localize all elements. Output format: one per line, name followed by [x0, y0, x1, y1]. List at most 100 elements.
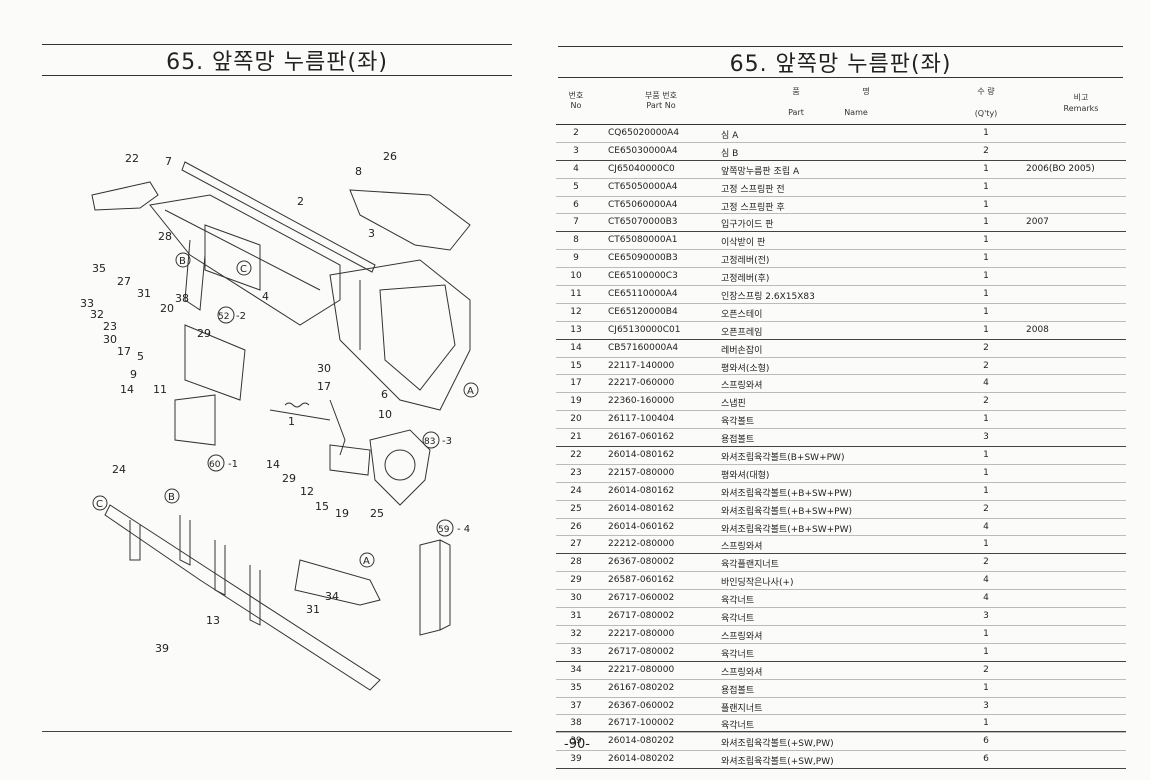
cell-qty: 1: [983, 235, 989, 246]
cell-name: 와셔조립육각볼트(+B+SW+PW): [721, 488, 852, 499]
cell-qty: 4: [983, 575, 989, 586]
cell-name: 와셔조립육각볼트(+B+SW+PW): [721, 506, 852, 517]
cell-qty: 1: [983, 450, 989, 461]
cell-name: 스프링와셔: [721, 667, 763, 678]
cell-no: 27: [570, 539, 582, 550]
cell-name: 스프링와셔: [721, 381, 763, 392]
cell-part: 26587-060162: [608, 575, 675, 586]
cell-name: 평와셔(소형): [721, 363, 770, 374]
cell-no: 21: [570, 432, 582, 443]
cell-part: 22217-060000: [608, 378, 675, 389]
cell-qty: 3: [983, 432, 989, 443]
cell-part: 26014-080162: [608, 450, 675, 461]
cell-no: 30: [570, 593, 582, 604]
cell-qty: 3: [983, 700, 989, 711]
cell-qty: 3: [983, 611, 989, 622]
cell-part: 26367-080002: [608, 557, 675, 568]
cell-part: CT65080000A1: [608, 235, 678, 246]
cell-no: 39: [570, 736, 582, 747]
page-title-left: 65. 앞쪽망 누름판(좌): [42, 44, 512, 76]
cell-part: 22217-080000: [608, 664, 675, 675]
cell-part: 26717-080002: [608, 646, 675, 657]
diagram-label: 32: [90, 308, 104, 321]
cell-no: 4: [573, 163, 579, 174]
cell-no: 26: [570, 521, 582, 532]
cell-name: 고정레버(전): [721, 256, 770, 267]
svg-text:-3: -3: [442, 436, 452, 447]
diagram-label: 31: [306, 603, 320, 616]
cell-no: 37: [570, 700, 582, 711]
cell-name: 육각볼트: [721, 417, 755, 428]
cell-remarks: 2008: [1026, 324, 1049, 335]
diagram-label: 3: [368, 227, 375, 240]
diagram-label: 28: [158, 230, 172, 243]
cell-part: CE65030000A4: [608, 145, 678, 156]
cell-name: 와셔조립육각볼트(+SW,PW): [721, 739, 834, 750]
cell-part: 22157-080000: [608, 467, 675, 478]
cell-name: 육각너트: [721, 614, 755, 625]
cell-qty: 6: [983, 754, 989, 765]
diagram-label: 33: [80, 297, 94, 310]
cell-name: 오픈스테이: [721, 309, 763, 320]
bottom-rule-left: [42, 731, 512, 732]
diagram-label: 10: [378, 408, 392, 421]
diagram-label: 25: [370, 507, 384, 520]
cell-part: 22360-160000: [608, 396, 675, 407]
cell-no: 17: [570, 378, 582, 389]
cell-qty: 4: [983, 593, 989, 604]
cell-name: 인장스프링 2.6X15X83: [721, 292, 815, 303]
cell-qty: 1: [983, 217, 989, 228]
cell-no: 31: [570, 611, 582, 622]
cell-qty: 1: [983, 199, 989, 210]
cell-part: 22212-080000: [608, 539, 675, 550]
cell-qty: 2: [983, 664, 989, 675]
cell-name: 고정레버(후): [721, 274, 770, 285]
bottom-rule-right: [556, 731, 1126, 732]
diagram-label: 8: [355, 165, 362, 178]
cell-part: 26014-080202: [608, 754, 675, 765]
cell-name: 심 B: [721, 148, 739, 159]
page-title-right: 65. 앞쪽망 누름판(좌): [558, 46, 1123, 78]
diagram-label: 5: [137, 350, 144, 363]
table-row: 31 26717-080002 육각너트 3: [556, 608, 1126, 626]
table-row: 17 22217-060000 스프링와셔 4: [556, 375, 1126, 394]
cell-qty: 1: [983, 646, 989, 657]
cell-no: 3: [573, 145, 579, 156]
cell-qty: 2: [983, 557, 989, 568]
cell-qty: 4: [983, 378, 989, 389]
cell-part: CT65060000A4: [608, 199, 678, 210]
cell-no: 20: [570, 414, 582, 425]
cell-no: 15: [570, 360, 582, 371]
table-header: 번호 No 부품 번호 Part No 품 명 Part Name 수 량 (Q…: [556, 84, 1126, 125]
cell-qty: 1: [983, 253, 989, 264]
svg-text:-1: -1: [228, 459, 238, 470]
cell-part: 26014-060162: [608, 521, 675, 532]
cell-no: 38: [570, 718, 582, 729]
left-page: 65. 앞쪽망 누름판(좌): [0, 0, 560, 780]
cell-part: 26717-080002: [608, 611, 675, 622]
cell-qty: 4: [983, 521, 989, 532]
cell-name: 육각너트: [721, 649, 755, 660]
svg-text:59: 59: [438, 525, 450, 535]
cell-remarks: 2007: [1026, 217, 1049, 228]
diagram-label: 19: [335, 507, 349, 520]
diagram-label: 14: [266, 458, 280, 471]
cell-name: 와셔조립육각볼트(+SW,PW): [721, 757, 834, 768]
cell-qty: 1: [983, 163, 989, 174]
cell-part: CE65090000B3: [608, 253, 678, 264]
cell-part: 26717-100002: [608, 718, 675, 729]
